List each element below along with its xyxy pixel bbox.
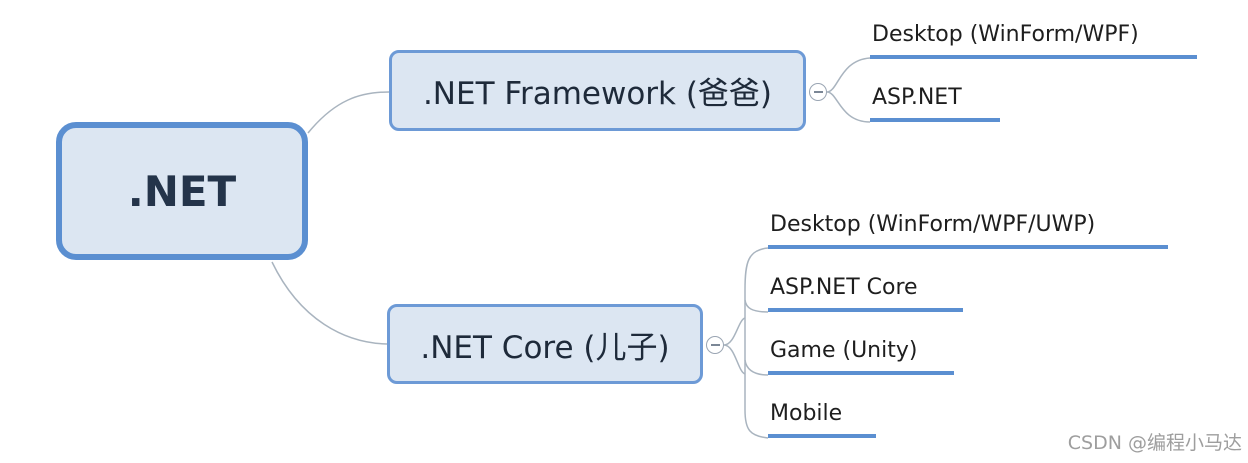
connector-core-leaves bbox=[723, 317, 746, 375]
collapse-toggle-icon[interactable] bbox=[706, 336, 724, 354]
branch-node-framework[interactable]: .NET Framework (爸爸) bbox=[389, 50, 806, 131]
connector-root-framework bbox=[307, 91, 390, 134]
branch-node-label: .NET Framework (爸爸) bbox=[422, 76, 773, 112]
leaf-node-core-aspnet-core[interactable]: ASP.NET Core bbox=[768, 275, 963, 312]
connector-core-mid bbox=[744, 299, 769, 376]
leaf-node-framework-desktop[interactable]: Desktop (WinForm/WPF) bbox=[870, 22, 1197, 59]
connector-framework-leaves bbox=[826, 57, 871, 123]
leaf-node-core-mobile[interactable]: Mobile bbox=[768, 401, 876, 438]
collapse-toggle-icon[interactable] bbox=[809, 83, 827, 101]
leaf-node-core-game[interactable]: Game (Unity) bbox=[768, 338, 954, 375]
leaf-node-core-desktop[interactable]: Desktop (WinForm/WPF/UWP) bbox=[768, 212, 1168, 249]
branch-node-label: .NET Core (儿子) bbox=[420, 329, 670, 366]
connector-root-core bbox=[271, 261, 388, 345]
watermark: CSDN @编程小马达 bbox=[1067, 432, 1242, 454]
branch-node-core[interactable]: .NET Core (儿子) bbox=[387, 304, 703, 384]
root-node[interactable]: .NET bbox=[56, 122, 308, 260]
leaf-node-framework-aspnet[interactable]: ASP.NET bbox=[870, 85, 1000, 122]
connector-core-trunk bbox=[744, 247, 769, 439]
root-node-label: .NET bbox=[127, 166, 237, 216]
